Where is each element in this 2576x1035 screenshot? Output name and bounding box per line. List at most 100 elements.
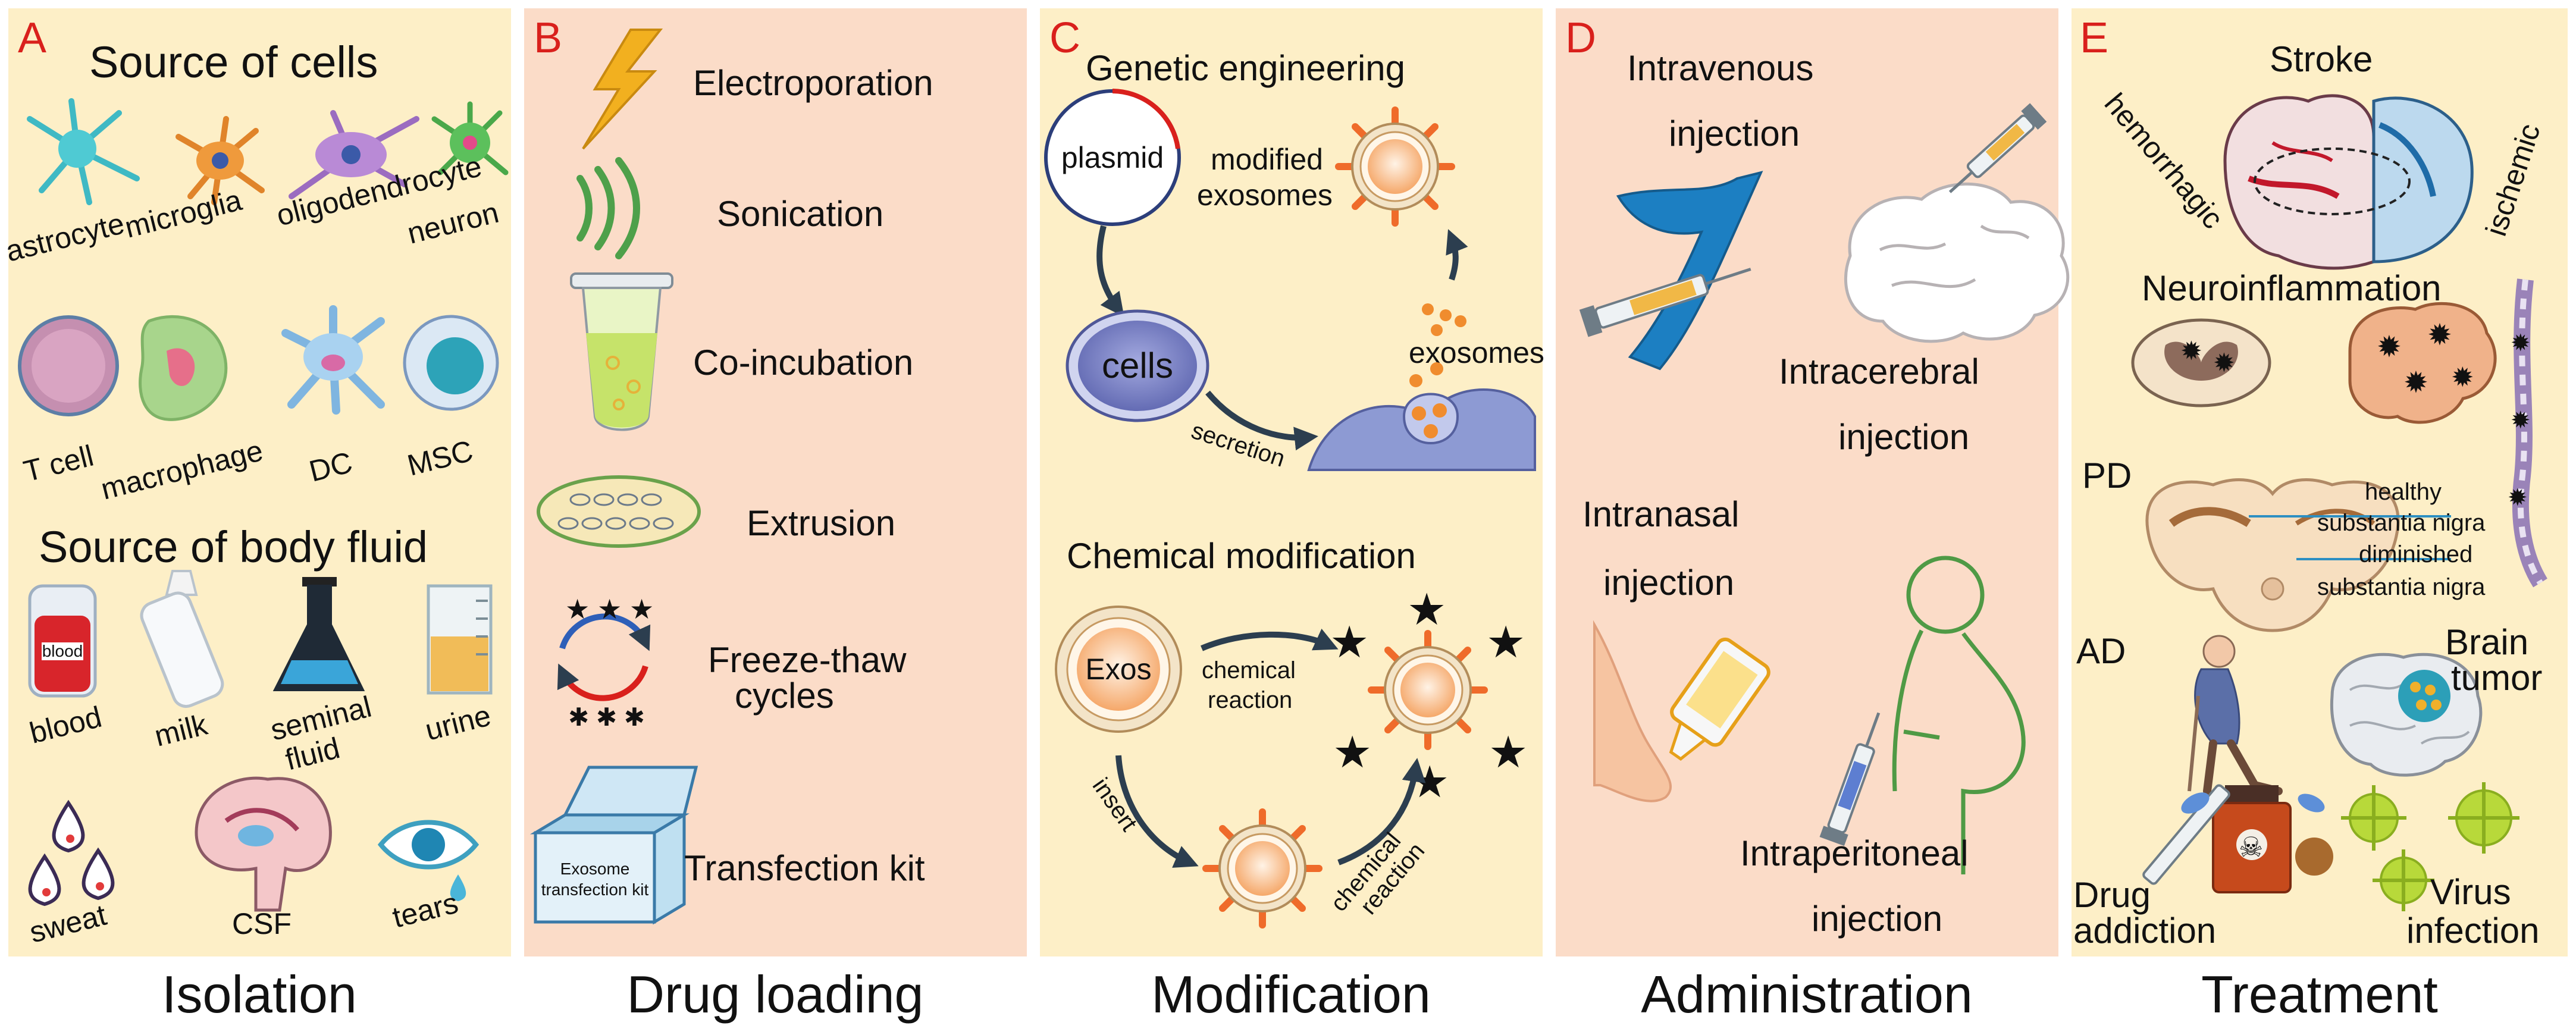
method-extrusion: Extrusion [747,503,895,543]
freeze-thaw-cycle-icon: ★ ★ ★ ✱ ✱ ✱ [557,594,654,731]
label-intracerebral-injection: injection [1838,417,1969,457]
panel-b: Electroporation Sonication Co-incubation [529,29,933,925]
nose-icon [1593,620,1672,802]
neuroinflammation-brain-icon: ✹ ✹ ✹ ✹ [2348,302,2497,424]
label-intranasal-injection: injection [1603,563,1734,603]
msc-icon [403,315,499,411]
chemical-modification-title: Chemical modification [1067,536,1416,576]
lightning-icon [582,29,663,150]
cell-icon [1066,309,1209,422]
transfection-kit-box-icon: Exosome transfection kit [529,766,698,925]
kit-label-line-2: transfection kit [541,880,649,899]
method-sonication: Sonication [717,194,883,234]
label-chemical-top: chemical [1202,657,1296,683]
t-cell-icon [18,315,119,416]
label-modified-exosomes: exosomes [1197,178,1333,212]
plasmid-icon [1044,89,1181,226]
stroke-brain-icon [2223,94,2474,270]
label-csf: CSF [232,907,292,940]
label-exos: Exos [1085,653,1151,686]
label-reaction-top: reaction [1208,687,1292,713]
oligodendrocyte-icon [289,110,419,199]
drug-bottle-icon: ☠ [2142,784,2333,893]
arrow-to-modified-exosome [1446,229,1468,281]
footer-drug-loading: Drug loading [627,965,924,1024]
panel-letter-a: A [18,14,46,62]
footer-modification: Modification [1151,965,1431,1024]
syringe-ip-icon [1819,712,1881,846]
label-brain: Brain [2445,622,2528,662]
label-stroke: Stroke [2270,39,2373,79]
svg-text:★ ★ ★: ★ ★ ★ [565,594,654,625]
microglia-icon [176,116,265,205]
brain-outline-icon [1844,182,2070,343]
label-intranasal: Intranasal [1582,494,1740,534]
svg-text:✹: ✹ [2180,337,2202,366]
panel-letter-d: D [1565,14,1596,62]
modified-exosome-icon [1339,110,1452,223]
label-diminished-substantia-nigra: substantia nigra [2317,574,2486,600]
method-co-incubation: Co-incubation [693,343,913,382]
label-infection: infection [2406,911,2539,951]
spine-icon: ✹ ✹ ✹ [2508,278,2548,588]
label-healthy-substantia-nigra: substantia nigra [2317,510,2486,536]
svg-text:✹: ✹ [2377,330,2402,363]
label-intraperitoneal-injection: injection [1812,899,1942,939]
footer-administration: Administration [1641,965,1973,1024]
arrow-plasmid-to-cells [1096,225,1124,317]
label-intravenous-injection: injection [1669,114,1800,153]
inserted-exosome-icon [1206,812,1319,925]
syringe-iv-icon [1579,268,1751,337]
svg-text:✹: ✹ [2427,318,2452,352]
extrusion-membrane-icon [537,475,701,548]
source-of-cells-title: Source of cells [89,37,378,87]
label-intracerebral: Intracerebral [1779,352,1979,391]
label-virus: Virus [2430,872,2511,912]
svg-text:★: ★ [1407,585,1446,634]
svg-text:★: ★ [1330,617,1369,667]
method-cycles: cycles [735,676,834,716]
svg-text:✹: ✹ [2508,485,2528,511]
label-addiction: addiction [2073,911,2216,951]
svg-text:✹: ✹ [2511,330,2531,356]
svg-text:✹: ✹ [2451,362,2474,393]
method-transfection-kit: Transfection kit [684,848,925,888]
label-plasmid: plasmid [1061,141,1164,174]
sweat-drops-icon [28,799,115,907]
method-electroporation: Electroporation [693,63,933,103]
label-healthy: healthy [2365,479,2442,505]
secreting-cell-icon [1307,362,1536,471]
exosome-dots-icon [1422,303,1466,336]
abdomen-figure-icon [1892,556,2026,874]
label-tumor: tumor [2451,658,2542,698]
label-intraperitoneal: Intraperitoneal [1740,833,1969,873]
dendritic-cell-icon [281,305,385,415]
label-neuroinflammation: Neuroinflammation [2142,268,2442,308]
neuron-icon [431,101,509,175]
exosome-plain-icon [1055,606,1182,733]
label-diminished: diminished [2359,541,2472,567]
panel-d: Intravenous injection Intracerebral inje… [1579,48,2070,939]
label-pd: PD [2082,456,2132,495]
arrow-chemical-reaction-bottom [1337,758,1426,865]
nasal-dropper-icon [1669,637,1770,761]
svg-text:★: ★ [1486,617,1525,667]
syringe-ic-icon [1948,103,2047,193]
milk-bottle-icon [140,570,224,708]
seminal-flask-icon [272,577,365,691]
virus-icon [2341,782,2519,911]
svg-text:✹: ✹ [2403,366,2428,399]
svg-text:☠: ☠ [2239,832,2263,862]
svg-text:✹: ✹ [2511,407,2531,434]
svg-text:★: ★ [1333,727,1372,777]
label-drug: Drug [2073,875,2151,915]
panel-letter-e: E [2080,14,2108,62]
arrow-secretion [1205,390,1318,451]
footer-isolation: Isolation [162,965,357,1024]
vein-icon [1616,171,1763,371]
label-ad: AD [2076,631,2126,671]
elderly-person-icon [2188,635,2283,795]
source-of-body-fluid-title: Source of body fluid [39,522,428,572]
blood-bag-label: blood [42,642,83,660]
